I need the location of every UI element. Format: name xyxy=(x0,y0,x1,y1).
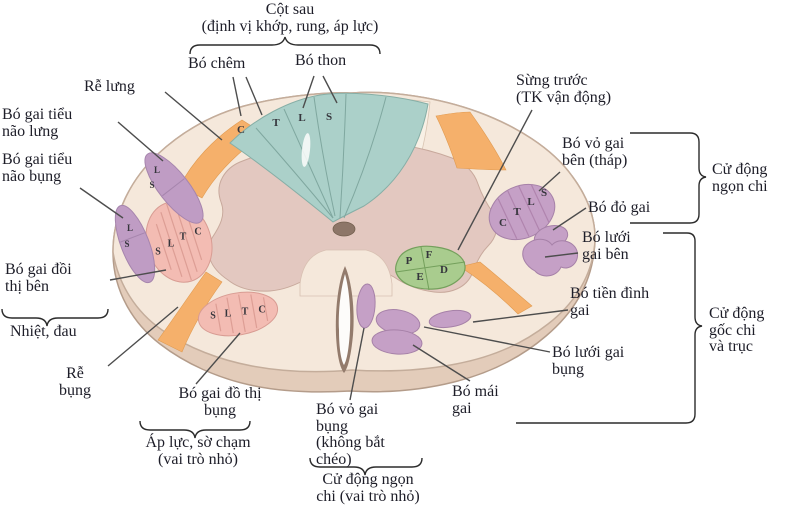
lateral-spinothalamic-letter-c: C xyxy=(194,226,202,238)
bracket-cu-dong-ngon-chi xyxy=(630,132,707,224)
label-ap-luc-so-cham: Áp lực, sờ chạm (vai trò nhỏ) xyxy=(145,434,251,468)
pointer-mai-gai xyxy=(412,344,471,382)
lateral-cst-letter-s: S xyxy=(540,187,548,199)
lateral-spinothalamic-letter-l: L xyxy=(167,238,175,250)
posterior-column-letter-t: T xyxy=(272,117,280,129)
posterior-column-band-lines xyxy=(255,93,387,219)
ventral-root-band-left xyxy=(157,271,223,353)
label-gai-tieu-nao-lung: Bó gai tiểu não lưng xyxy=(2,106,73,140)
anterior-horn-motor-region xyxy=(395,245,466,290)
pointer-gai-do-thi-bung xyxy=(195,332,241,385)
posterior-column-letter-s: S xyxy=(325,111,333,123)
ventral-spinocerebellar-letter-s: S xyxy=(124,239,130,249)
pointer-sung-truoc xyxy=(457,109,533,251)
pointer-tien-dinh xyxy=(472,309,569,323)
label-cu-dong-goc-chi: Cử động gốc chi và trục xyxy=(709,305,765,356)
braces xyxy=(1,36,707,476)
ventral-spinothalamic-tract xyxy=(197,291,279,337)
anterior-horn-letter-f: F xyxy=(425,249,433,261)
label-vo-gai-ben: Bó vỏ gai bên (tháp) xyxy=(562,135,628,169)
label-cu-dong-ngon-chi: Cử động ngọn chi xyxy=(712,161,768,195)
pointer-re-bung xyxy=(107,306,179,367)
posterior-column-region xyxy=(229,92,429,223)
label-nhiet-dau: Nhiệt, đau xyxy=(10,323,77,340)
brace-cot-sau xyxy=(189,36,381,55)
pointer-bo-thon-2 xyxy=(322,75,338,104)
brace-nhiet-dau xyxy=(1,308,109,327)
pointer-re-lung xyxy=(164,91,223,141)
dorsal-spinocerebellar-letter-s: S xyxy=(149,180,155,190)
pointer-gai-doi-thi-ben xyxy=(109,269,167,281)
ventral-corticospinal-tract xyxy=(356,283,376,329)
label-luoi-gai-bung: Bó lưới gai bụng xyxy=(552,344,625,378)
tectospinal-tract xyxy=(371,329,423,355)
anterior-horn-divider-lines xyxy=(395,246,466,291)
lateral-reticulospinal-tract xyxy=(522,238,579,277)
lateral-spinothalamic-letter-t: T xyxy=(179,231,187,243)
dorsal-spinocerebellar-letter-l: L xyxy=(153,165,161,175)
label-sung-truoc: Sừng trước (TK vận động) xyxy=(516,72,612,106)
anterior-horn-letter-e: E xyxy=(416,271,424,283)
posterior-column-highlight xyxy=(301,133,311,167)
bracket-cu-dong-goc-chi xyxy=(516,232,703,424)
label-bo-thon: Bó thon xyxy=(295,52,347,69)
anterior-horn-letter-p: P xyxy=(405,255,413,267)
brace-khong-bat-cheo xyxy=(309,457,423,476)
pointer-lines xyxy=(79,75,587,401)
label-bo-mai-gai: Bó mái gai xyxy=(452,383,499,417)
diagram-title: Cột sau (định vị khớp, rung, áp lực) xyxy=(201,1,379,35)
pointer-bo-thon-1 xyxy=(302,75,315,109)
ventral-spinothalamic-letter-l: L xyxy=(224,308,232,320)
central-canal xyxy=(332,221,356,237)
lateral-cst-letter-l: L xyxy=(527,196,535,208)
dorsal-spinocerebellar-tract xyxy=(144,152,204,224)
vestibulospinal-tract xyxy=(428,309,472,329)
label-gai-do-thi-bung: Bó gai đồ thị bụng xyxy=(178,385,262,419)
label-gai-tieu-nao-bung: Bó gai tiểu não bụng xyxy=(2,151,73,185)
posterior-column-letter-c: C xyxy=(237,124,245,136)
label-vo-gai-bung: Bó vỏ gai bụng (không bắt chéo) xyxy=(316,401,385,468)
pointer-do-gai xyxy=(552,207,587,231)
label-gai-doi-thi-ben: Bó gai đồi thị bên xyxy=(5,261,72,295)
label-bo-do-gai: Bó đỏ gai xyxy=(588,199,651,216)
pointer-bo-chem-2 xyxy=(245,76,263,116)
pointer-bo-chem-1 xyxy=(232,76,242,117)
pointer-gai-tieu-nao-lung xyxy=(117,121,164,162)
pointer-gai-tieu-nao-bung xyxy=(79,187,124,219)
anterior-horn-letter-d: D xyxy=(440,264,448,276)
ventral-spinothalamic-letter-t: T xyxy=(241,306,249,318)
label-re-lung: Rễ lưng xyxy=(84,78,135,95)
label-tien-dinh-gai: Bó tiền đình gai xyxy=(570,285,650,319)
ventral-spinocerebellar-tract xyxy=(114,204,156,284)
pointer-vo-gai-bung xyxy=(349,327,365,401)
label-luoi-gai-ben: Bó lưới gai bên xyxy=(582,229,631,263)
label-bo-chem: Bó chêm xyxy=(188,55,246,72)
pointer-luoi-gai-bung xyxy=(423,326,551,353)
lateral-cst-letter-t: T xyxy=(513,206,521,218)
ventral-root-band-right xyxy=(461,261,533,315)
label-re-bung: Rễ bụng xyxy=(59,365,91,399)
pointer-vo-gai-ben xyxy=(538,171,561,192)
pointer-luoi-gai-ben xyxy=(544,252,579,258)
dorsal-root-band-right xyxy=(435,111,507,171)
ventral-median-fissure xyxy=(338,274,351,365)
ventral-spinothalamic-letter-c: C xyxy=(258,304,266,316)
lateral-spinothalamic-letter-s: S xyxy=(155,246,161,258)
label-cu-dong-ngon-chi-nho: Cử động ngọn chi (vai trò nhỏ) xyxy=(316,471,420,505)
posterior-column-letter-l: L xyxy=(298,112,306,124)
ventral-spinothalamic-letter-s: S xyxy=(210,310,216,322)
lateral-cst-letter-c: C xyxy=(499,217,507,229)
lateral-corticospinal-tract xyxy=(488,183,556,241)
ventral-spinocerebellar-letter-l: L xyxy=(126,223,134,233)
brace-ap-luc xyxy=(139,420,251,439)
